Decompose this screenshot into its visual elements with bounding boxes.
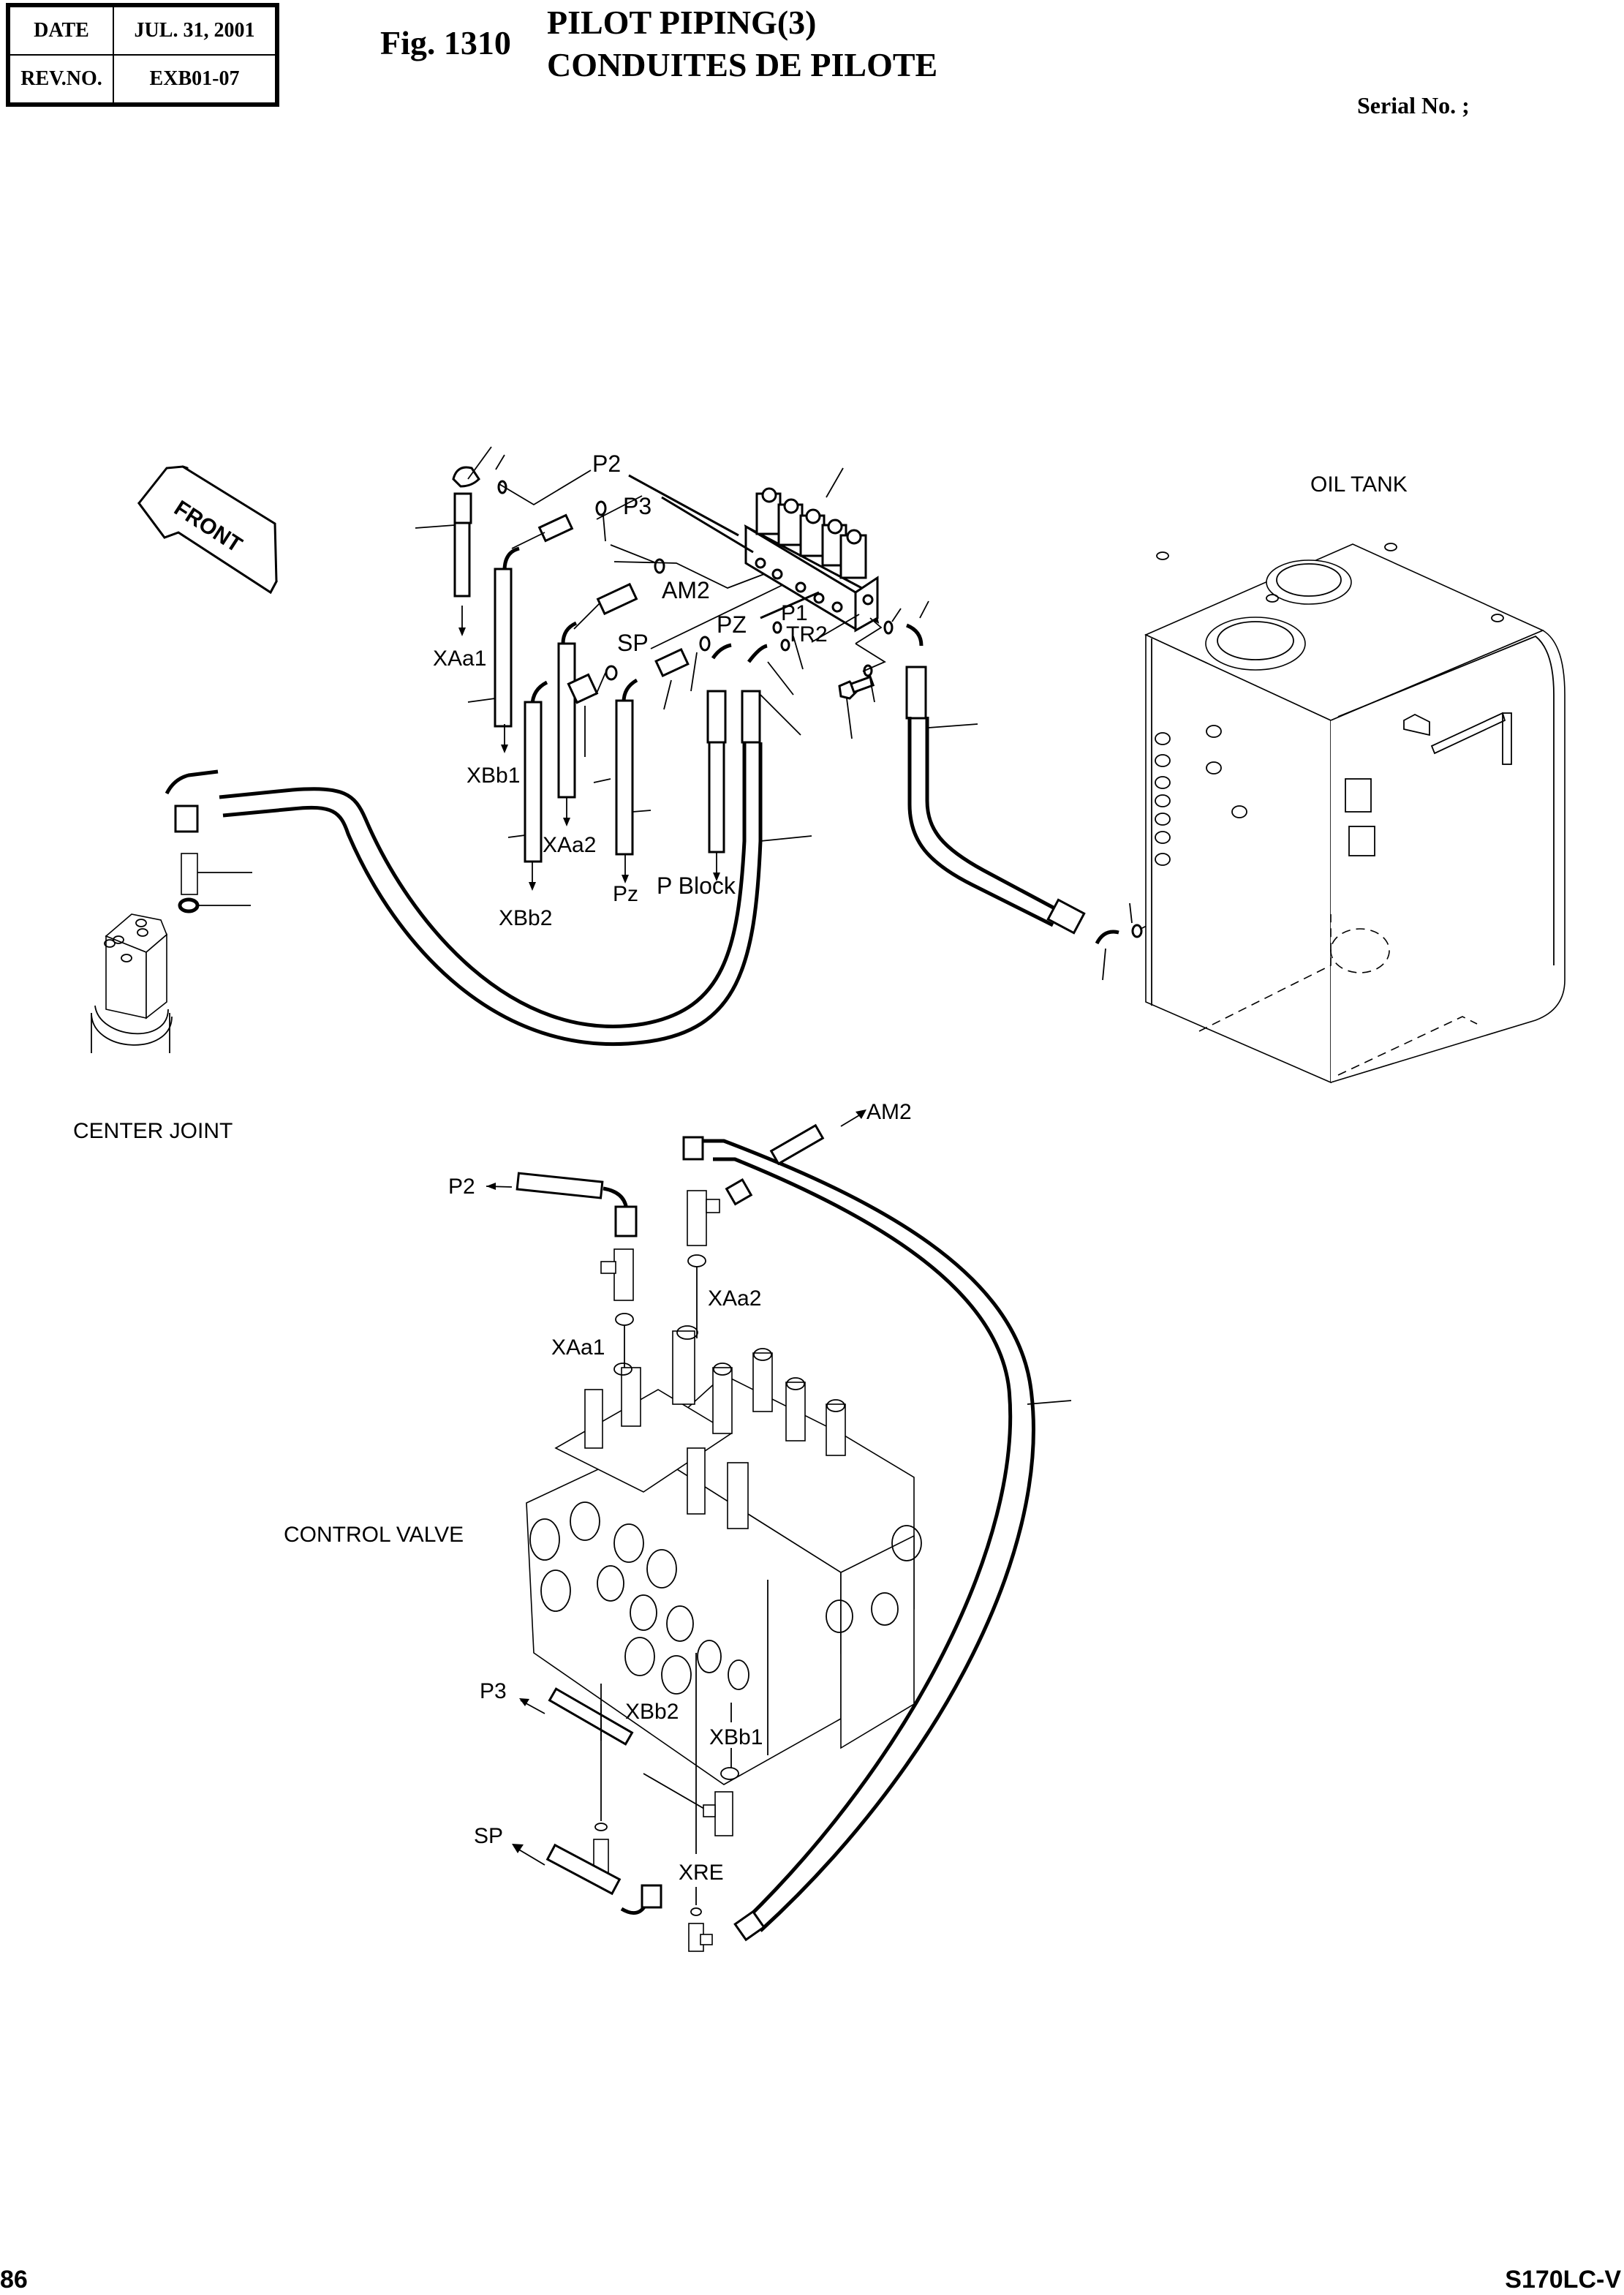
oil-tank (1144, 543, 1566, 1084)
upper-hose-set (219, 446, 875, 1047)
control-valve-label: CONTROL VALVE (284, 1523, 464, 1547)
page-number: 86 (0, 2266, 28, 2294)
lower-label-sp: SP (474, 1824, 503, 1848)
port-label-p1: P1 (781, 601, 808, 625)
hose-dest-xaa2: XAa2 (543, 833, 596, 857)
model-number: S170LC-V (1505, 2266, 1621, 2294)
lower-small-fittings (512, 1653, 739, 1952)
oil-tank-label: OIL TANK (1310, 472, 1408, 497)
lower-label-xbb1: XBb1 (709, 1725, 763, 1749)
port-label-sp: SP (617, 630, 649, 656)
lower-long-hose (682, 1109, 1072, 1942)
serial-number-label: Serial No. ; (1357, 92, 1470, 118)
hose-dest-pz: Pz (613, 882, 638, 906)
lower-label-xaa2: XAa2 (708, 1286, 761, 1311)
date-value: JUL. 31, 2001 (113, 4, 278, 56)
lower-label-xaa1: XAa1 (551, 1335, 605, 1360)
lower-label-xbb2: XBb2 (625, 1700, 679, 1724)
hose-dest-xbb2: XBb2 (499, 906, 552, 930)
port-label-p2: P2 (592, 451, 621, 477)
center-joint-label: CENTER JOINT (73, 1119, 233, 1143)
lower-xaa2-tee (687, 1190, 720, 1338)
port-label-am2: AM2 (662, 577, 710, 603)
lower-label-am2: AM2 (866, 1100, 912, 1124)
oil-tank-hose (883, 600, 1163, 981)
port-leader-lines (499, 470, 886, 672)
rev-label: REV.NO. (7, 54, 114, 105)
date-label: DATE (7, 4, 114, 56)
solenoid-valve-block (744, 467, 880, 633)
lower-label-p2: P2 (448, 1175, 475, 1199)
hose-dest-xbb1: XBb1 (467, 764, 520, 788)
figure-number: Fig. 1310 (380, 24, 511, 61)
center-joint (91, 769, 252, 1053)
port-label-p3: P3 (623, 493, 652, 519)
title-french: CONDUITES DE PILOTE (547, 46, 938, 83)
lower-p2-hose (486, 1172, 638, 1375)
revision-info-table: DATE JUL. 31, 2001 REV.NO. EXB01-07 (6, 3, 279, 107)
hose-dest-p-block: P Block (657, 873, 736, 899)
port-label-pz: PZ (717, 611, 747, 638)
rev-value: EXB01-07 (113, 54, 278, 105)
lower-label-xre: XRE (679, 1861, 724, 1885)
hose-dest-xaa1: XAa1 (433, 647, 486, 671)
port-label-tr2: TR2 (786, 622, 828, 647)
lower-label-p3: P3 (480, 1679, 507, 1703)
title-english: PILOT PIPING(3) (547, 4, 817, 41)
front-direction-arrow: FRONT (137, 465, 278, 595)
control-valve (526, 1325, 922, 1785)
